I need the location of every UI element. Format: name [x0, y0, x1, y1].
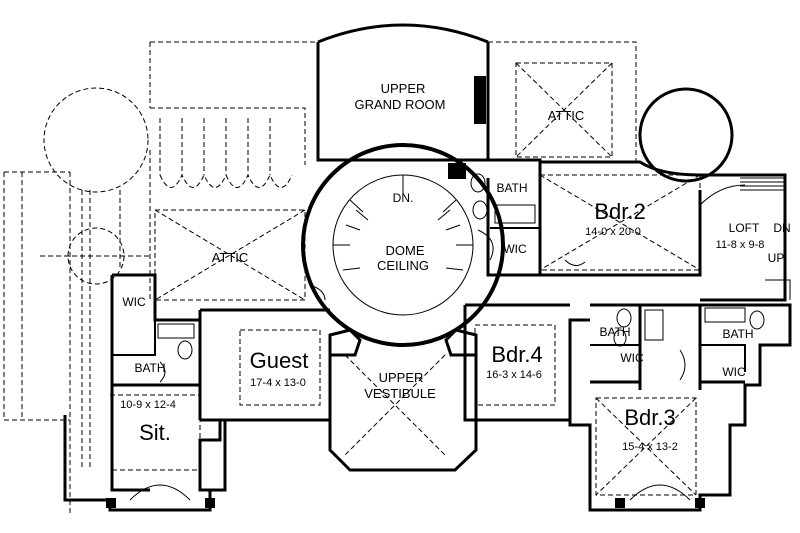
wic-mid-label: WIC — [620, 351, 644, 365]
bath-right-label: BATH — [722, 327, 753, 341]
bdr4-name: Bdr.4 — [491, 342, 542, 367]
sit-name: Sit. — [139, 420, 171, 445]
bdr2-name: Bdr.2 — [594, 199, 645, 224]
wic-right-label: WIC — [722, 365, 746, 379]
vestibule-label-2: VESTIBULE — [364, 386, 436, 401]
sit-size: 10-9 x 12-4 — [120, 399, 176, 411]
attic-top-label: ATTIC — [548, 108, 585, 123]
loft-size: 11-8 x 9-8 — [716, 239, 765, 251]
dome-dn-label: DN. — [393, 191, 414, 205]
bdr2-size: 14-0 x 20-0 — [585, 226, 641, 238]
guest-size: 17-4 x 13-0 — [250, 377, 306, 389]
wic-top-label: WIC — [503, 242, 527, 256]
attic-left-label: ATTIC — [212, 250, 249, 265]
loft-dn: DN — [773, 221, 790, 235]
bdr4-size: 16-3 x 14-6 — [486, 369, 542, 381]
bath-top-label: BATH — [496, 181, 527, 195]
bath-left-label: BATH — [134, 361, 165, 375]
upper-grand-room-label-2: GRAND ROOM — [355, 97, 446, 112]
vestibule-label-1: UPPER — [379, 370, 424, 385]
roof-outline — [3, 41, 701, 515]
dome-ceiling-label-1: DOME — [386, 243, 425, 258]
loft-name: LOFT — [729, 221, 760, 235]
walls — [63, 23, 792, 512]
guest-name: Guest — [250, 348, 309, 373]
bath-mid-label: BATH — [599, 325, 630, 339]
upper-grand-room-label-1: UPPER — [381, 81, 426, 96]
bdr3-name: Bdr.3 — [624, 405, 675, 430]
bdr3-size: 15-4 x 13-2 — [622, 441, 678, 453]
loft-up: UP — [768, 251, 785, 265]
dome-ceiling-label-2: CEILING — [377, 258, 429, 273]
wic-left-label: WIC — [122, 295, 146, 309]
room-labels: UPPER GRAND ROOM ATTIC ATTIC DN. DOME CE… — [120, 81, 791, 453]
